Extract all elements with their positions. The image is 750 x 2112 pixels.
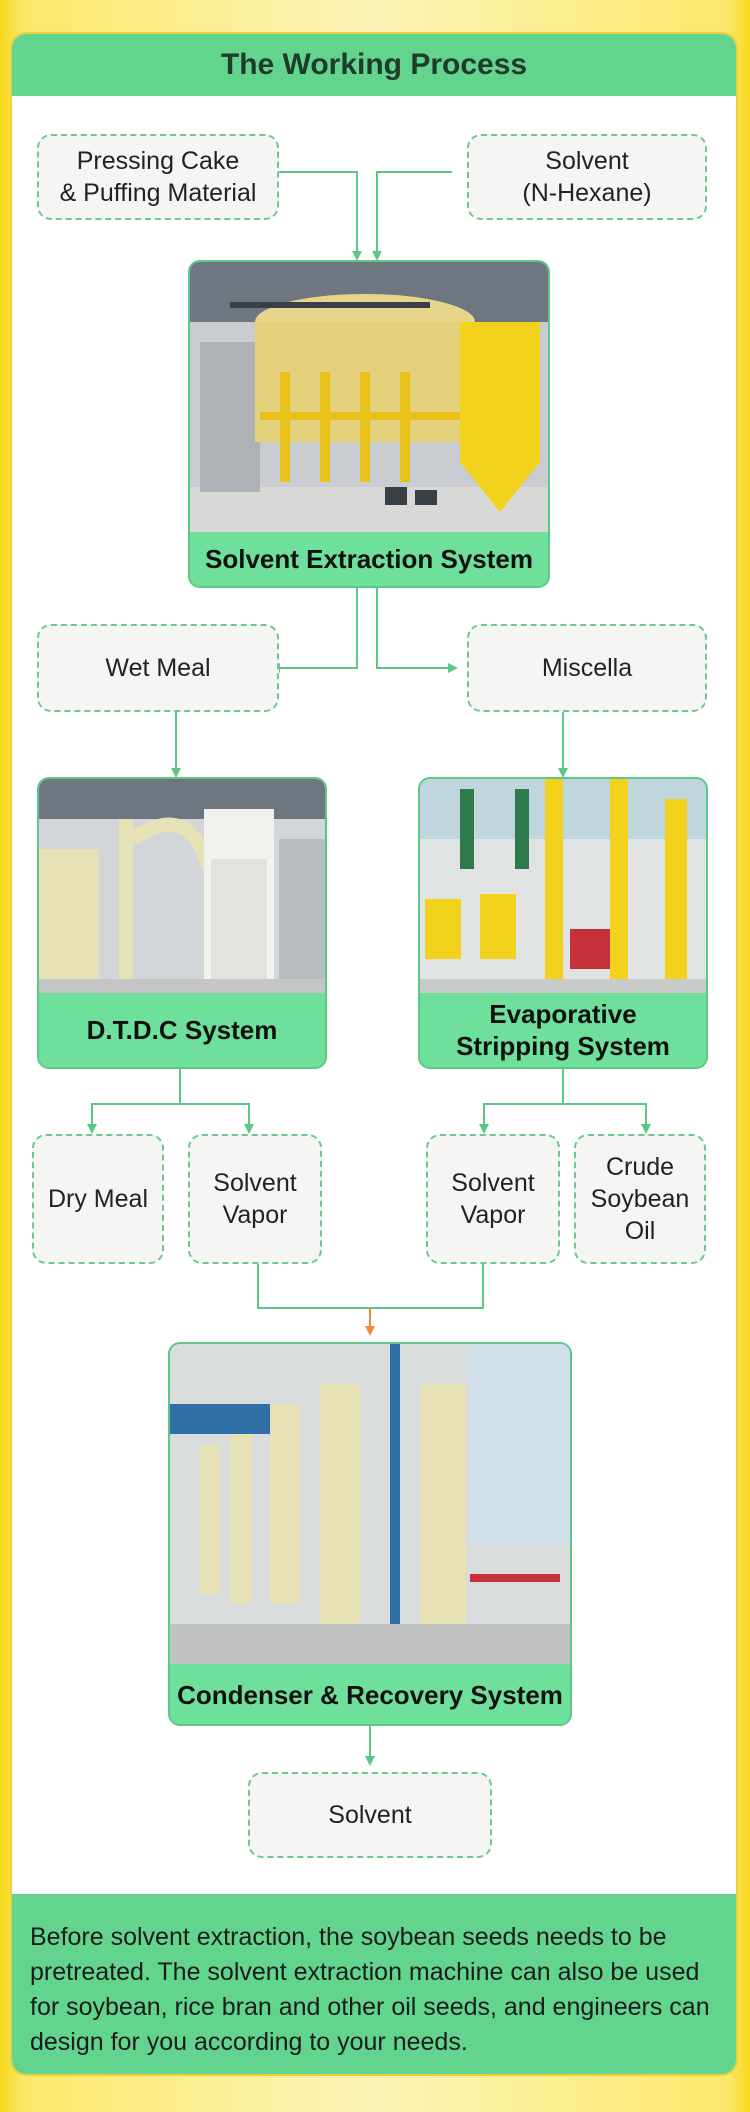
dtdc-system: D.T.D.C System: [37, 777, 327, 1069]
extraction-plant-photo: [190, 262, 548, 532]
output-solvent-vapor-left: Solvent Vapor: [188, 1134, 322, 1264]
solvent-extraction-label: Solvent Extraction System: [190, 532, 548, 586]
evaporative-label: Evaporative Stripping System: [420, 993, 706, 1067]
flow-arrows: [87, 171, 651, 1766]
arrow-cake-to-extraction: [278, 171, 362, 261]
footer-description: Before solvent extraction, the soybean s…: [12, 1894, 736, 2074]
process-card: The Working Process Pres: [12, 34, 736, 2074]
solvent-extraction-system: Solvent Extraction System: [188, 260, 550, 588]
input-pressing-cake: Pressing Cake & Puffing Material: [37, 134, 279, 220]
arrow-evaporative-split: [479, 1068, 564, 1134]
output-crude-oil-label: Crude Soybean Oil: [590, 1153, 690, 1245]
output-crude-soybean-oil: Crude Soybean Oil: [574, 1134, 706, 1264]
output-solvent-label: Solvent: [328, 1801, 412, 1829]
input-solvent: Solvent (N-Hexane): [467, 134, 707, 220]
condenser-label: Condenser & Recovery System: [170, 1666, 570, 1724]
evaporative-plant-photo: [420, 779, 706, 993]
arrow-dtdc-split: [87, 1068, 181, 1134]
evaporative-stripping-system: Evaporative Stripping System: [418, 777, 708, 1069]
output-solvent-vapor-right: Solvent Vapor: [426, 1134, 560, 1264]
input-pressing-cake-label: Pressing Cake & Puffing Material: [59, 147, 257, 207]
arrow-solvent-to-extraction: [372, 171, 452, 261]
output-wet-meal-label: Wet Meal: [105, 654, 211, 682]
condenser-recovery-system: Condenser & Recovery System: [168, 1342, 572, 1726]
arrow-extraction-to-wetmeal: [270, 588, 358, 673]
dtdc-label: D.T.D.C System: [39, 993, 325, 1067]
arrow-extraction-to-miscella: [376, 588, 458, 673]
input-solvent-label: Solvent (N-Hexane): [522, 147, 652, 207]
page-title: The Working Process: [12, 34, 736, 96]
output-dry-meal-label: Dry Meal: [47, 1185, 148, 1213]
output-miscella: Miscella: [467, 624, 707, 712]
condenser-plant-photo: [170, 1344, 570, 1664]
output-dry-meal: Dry Meal: [32, 1134, 164, 1264]
output-wet-meal: Wet Meal: [37, 624, 279, 712]
output-solvent-vapor-right-label: Solvent Vapor: [451, 1169, 535, 1229]
output-solvent-vapor-left-label: Solvent Vapor: [213, 1169, 297, 1229]
dtdc-plant-photo: [39, 779, 325, 993]
output-solvent: Solvent: [248, 1772, 492, 1858]
arrow-vapor-merge: [257, 1264, 484, 1309]
output-miscella-label: Miscella: [541, 654, 633, 682]
